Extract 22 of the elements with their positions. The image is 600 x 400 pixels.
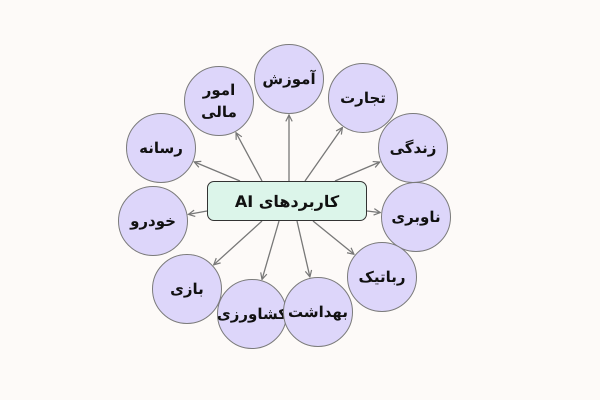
- arrow: [285, 114, 293, 181]
- arrow: [296, 220, 312, 278]
- arrow: [194, 160, 240, 182]
- arrow: [304, 126, 343, 182]
- category-circle: خودرو: [118, 186, 188, 256]
- arrow: [213, 220, 262, 266]
- category-circle: ناوبری: [381, 182, 451, 252]
- category-circle: تجارت: [328, 63, 398, 133]
- arrow: [366, 208, 381, 216]
- arrow: [334, 160, 380, 182]
- category-circle: رباتیک: [347, 242, 417, 312]
- category-circle: بهداشت: [283, 277, 353, 347]
- arrow: [260, 220, 280, 280]
- arrow: [188, 210, 208, 217]
- arrow: [312, 220, 355, 255]
- category-circle: امور مالی: [184, 66, 254, 136]
- category-circle: کشاورزی: [217, 279, 287, 349]
- arrow: [235, 132, 263, 182]
- title-box: کاربردهای AI: [207, 181, 367, 221]
- category-circle: زندگی: [378, 113, 448, 183]
- category-circle: رسانه: [126, 113, 196, 183]
- category-circle: آموزش: [254, 44, 324, 114]
